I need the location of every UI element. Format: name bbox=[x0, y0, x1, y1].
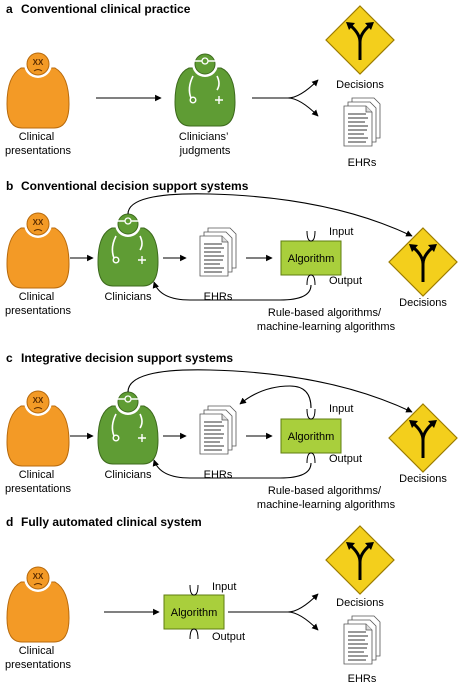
clinician-label: Clinicians’ judgments bbox=[179, 131, 231, 157]
output-label: Output bbox=[329, 275, 362, 287]
decision-sign-icon bbox=[387, 226, 459, 298]
ehrs-label: EHRs bbox=[348, 673, 377, 685]
patient-icon bbox=[6, 563, 70, 643]
label-line: presentations bbox=[5, 659, 72, 671]
decision-sign-icon bbox=[324, 524, 396, 596]
feedback-arrow bbox=[152, 281, 312, 301]
patient-label: Clinical presentations bbox=[5, 131, 72, 157]
label-line: Clinical bbox=[19, 131, 54, 143]
patient-icon bbox=[6, 209, 70, 289]
input-label: Input bbox=[329, 403, 353, 415]
label-line: presentations bbox=[5, 145, 72, 157]
patient-icon bbox=[6, 387, 70, 467]
label-line: machine-learning algorithms bbox=[257, 499, 396, 511]
algorithm-label: Algorithm bbox=[288, 253, 334, 265]
algorithm-to-ehrs-arrow bbox=[239, 385, 312, 409]
decisions-label: Decisions bbox=[399, 297, 447, 309]
label-line: presentations bbox=[5, 305, 72, 317]
panel-d-letter: d bbox=[6, 515, 13, 529]
decision-sign-icon bbox=[324, 4, 396, 76]
label-line: presentations bbox=[5, 483, 72, 495]
patient-label: Clinical presentations bbox=[5, 645, 72, 671]
arrow-to-decisions bbox=[252, 79, 319, 99]
arrow-to-decisions bbox=[228, 593, 319, 613]
feedback-arrow bbox=[152, 459, 312, 479]
clinician-icon bbox=[97, 210, 159, 287]
panel-c-title: Integrative decision support systems bbox=[21, 351, 233, 365]
clinician-icon bbox=[97, 388, 159, 465]
ehrs-label: EHRs bbox=[204, 469, 233, 481]
output-label: Output bbox=[329, 453, 362, 465]
label-line: Rule-based algorithms/ bbox=[268, 485, 382, 497]
arrow-to-decisions bbox=[127, 193, 413, 237]
clinician-icon bbox=[174, 50, 236, 127]
clinicians-label: Clinicians bbox=[104, 291, 152, 303]
decisions-label: Decisions bbox=[336, 597, 384, 609]
algorithm-label: Algorithm bbox=[288, 431, 334, 443]
algorithm-label: Algorithm bbox=[171, 607, 217, 619]
output-label: Output bbox=[212, 631, 245, 643]
panel-d-title: Fully automated clinical system bbox=[21, 515, 202, 529]
algorithms-note: Rule-based algorithms/ machine-learning … bbox=[257, 307, 396, 333]
label-line: judgments bbox=[179, 145, 231, 157]
ehr-documents-icon bbox=[343, 615, 381, 665]
arrow-to-decisions bbox=[127, 369, 413, 413]
ehr-documents-icon bbox=[199, 405, 237, 455]
ehr-documents-icon bbox=[343, 97, 381, 147]
input-label: Input bbox=[329, 226, 353, 238]
decisions-label: Decisions bbox=[336, 79, 384, 91]
panel-a-title: Conventional clinical practice bbox=[21, 2, 191, 16]
input-label: Input bbox=[212, 581, 236, 593]
ehrs-label: EHRs bbox=[348, 157, 377, 169]
ehrs-label: EHRs bbox=[204, 291, 233, 303]
panel-b-letter: b bbox=[6, 179, 13, 193]
label-line: machine-learning algorithms bbox=[257, 321, 396, 333]
ehr-documents-icon bbox=[199, 227, 237, 277]
decisions-label: Decisions bbox=[399, 473, 447, 485]
arrow-to-ehrs bbox=[287, 97, 319, 117]
label-line: Clinical bbox=[19, 291, 54, 303]
label-line: Clinical bbox=[19, 469, 54, 481]
decision-sign-icon bbox=[387, 402, 459, 474]
label-line: Rule-based algorithms/ bbox=[268, 307, 382, 319]
clinicians-label: Clinicians bbox=[104, 469, 152, 481]
arrow-to-ehrs bbox=[287, 611, 319, 631]
panel-b-title: Conventional decision support systems bbox=[21, 179, 249, 193]
patient-icon bbox=[6, 49, 70, 129]
label-line: Clinicians’ bbox=[179, 131, 228, 143]
patient-label: Clinical presentations bbox=[5, 291, 72, 317]
patient-label: Clinical presentations bbox=[5, 469, 72, 495]
label-line: Clinical bbox=[19, 645, 54, 657]
panel-c-letter: c bbox=[6, 351, 13, 365]
algorithms-note: Rule-based algorithms/ machine-learning … bbox=[257, 485, 396, 511]
panel-a-letter: a bbox=[6, 2, 13, 16]
